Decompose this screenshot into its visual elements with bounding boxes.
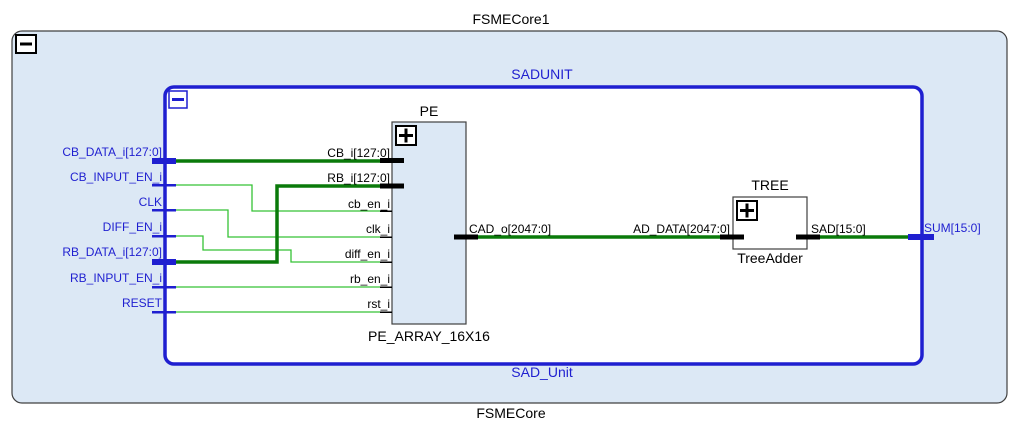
tree-pin-in[interactable]: [720, 234, 744, 240]
pin[interactable]: [380, 311, 392, 314]
wire-clk[interactable]: [176, 209, 380, 238]
port-stub-bus[interactable]: [152, 158, 176, 164]
sadunit-collapse-button[interactable]: [168, 90, 188, 109]
outer-bottom-label: FSMECore: [476, 405, 545, 421]
pe-bottom-label: PE_ARRAY_16X16: [368, 328, 490, 344]
sadunit-top-label: SADUNIT: [511, 66, 573, 82]
pe-block[interactable]: [391, 121, 467, 325]
outer-top-label: FSMECore1: [472, 11, 549, 27]
port-stub-sum[interactable]: [908, 234, 934, 240]
tree-pin-ad-data: AD_DATA[2047:0]: [633, 222, 730, 236]
pe-pin-diff-en: diff_en_i: [345, 247, 390, 261]
pin[interactable]: [380, 236, 392, 239]
port-rb-input-en: RB_INPUT_EN_i: [70, 271, 162, 285]
tree-bottom-label: TreeAdder: [737, 250, 803, 266]
pin-bus-out[interactable]: [454, 234, 478, 240]
pe-pin-rb: RB_i[127:0]: [327, 171, 390, 185]
pe-pin-clk: clk_i: [366, 222, 390, 236]
port-stub-bus[interactable]: [152, 259, 176, 265]
pe-pin-cad-out: CAD_o[2047:0]: [469, 222, 551, 236]
port-stub[interactable]: [152, 235, 176, 238]
port-stub[interactable]: [152, 184, 176, 187]
port-diff-en: DIFF_EN_i: [103, 220, 162, 234]
wire-diff-en[interactable]: [176, 235, 380, 263]
tree-top-label: TREE: [751, 177, 788, 193]
minus-icon: [172, 98, 184, 101]
pin-bus[interactable]: [380, 183, 404, 189]
port-reset: RESET: [122, 296, 163, 310]
plus-icon: [740, 203, 754, 218]
pin[interactable]: [380, 261, 392, 264]
bus-wires: [176, 159, 908, 264]
plus-icon: [399, 128, 413, 143]
minus-icon: [20, 42, 32, 46]
pin[interactable]: [380, 286, 392, 289]
port-rb-data: RB_DATA_i[127:0]: [62, 245, 162, 259]
pin[interactable]: [380, 210, 392, 213]
pe-pin-rb-en: rb_en_i: [350, 272, 390, 286]
outer-collapse-button[interactable]: [15, 34, 37, 54]
pe-pin-cb-en: cb_en_i: [348, 197, 390, 211]
pe-expand-button[interactable]: [395, 125, 417, 146]
tree-pin-out[interactable]: [796, 234, 820, 240]
port-cb-input-en: CB_INPUT_EN_i: [70, 170, 162, 184]
port-stub[interactable]: [152, 286, 176, 289]
port-stub[interactable]: [152, 311, 176, 314]
pe-top-label: PE: [420, 103, 439, 119]
port-clk: CLK: [139, 195, 162, 209]
tree-expand-button[interactable]: [736, 200, 758, 221]
port-cb-data: CB_DATA_i[127:0]: [62, 145, 162, 159]
sadunit-bottom-label: SAD_Unit: [511, 364, 573, 380]
pe-input-pins: [380, 158, 478, 313]
pe-pin-rst: rst_i: [367, 297, 390, 311]
port-stub[interactable]: [152, 209, 176, 212]
signal-wires: [176, 184, 380, 313]
pe-pin-cb: CB_i[127:0]: [327, 146, 390, 160]
wire-cb-input-en[interactable]: [176, 184, 380, 212]
sadunit-block[interactable]: [163, 85, 924, 366]
port-sum: SUM[15:0]: [924, 221, 981, 235]
pin-bus[interactable]: [380, 158, 404, 163]
tree-pin-sad: SAD[15:0]: [811, 222, 866, 236]
sadunit-input-ports: [152, 158, 176, 314]
wire-rb-data[interactable]: [176, 184, 380, 264]
